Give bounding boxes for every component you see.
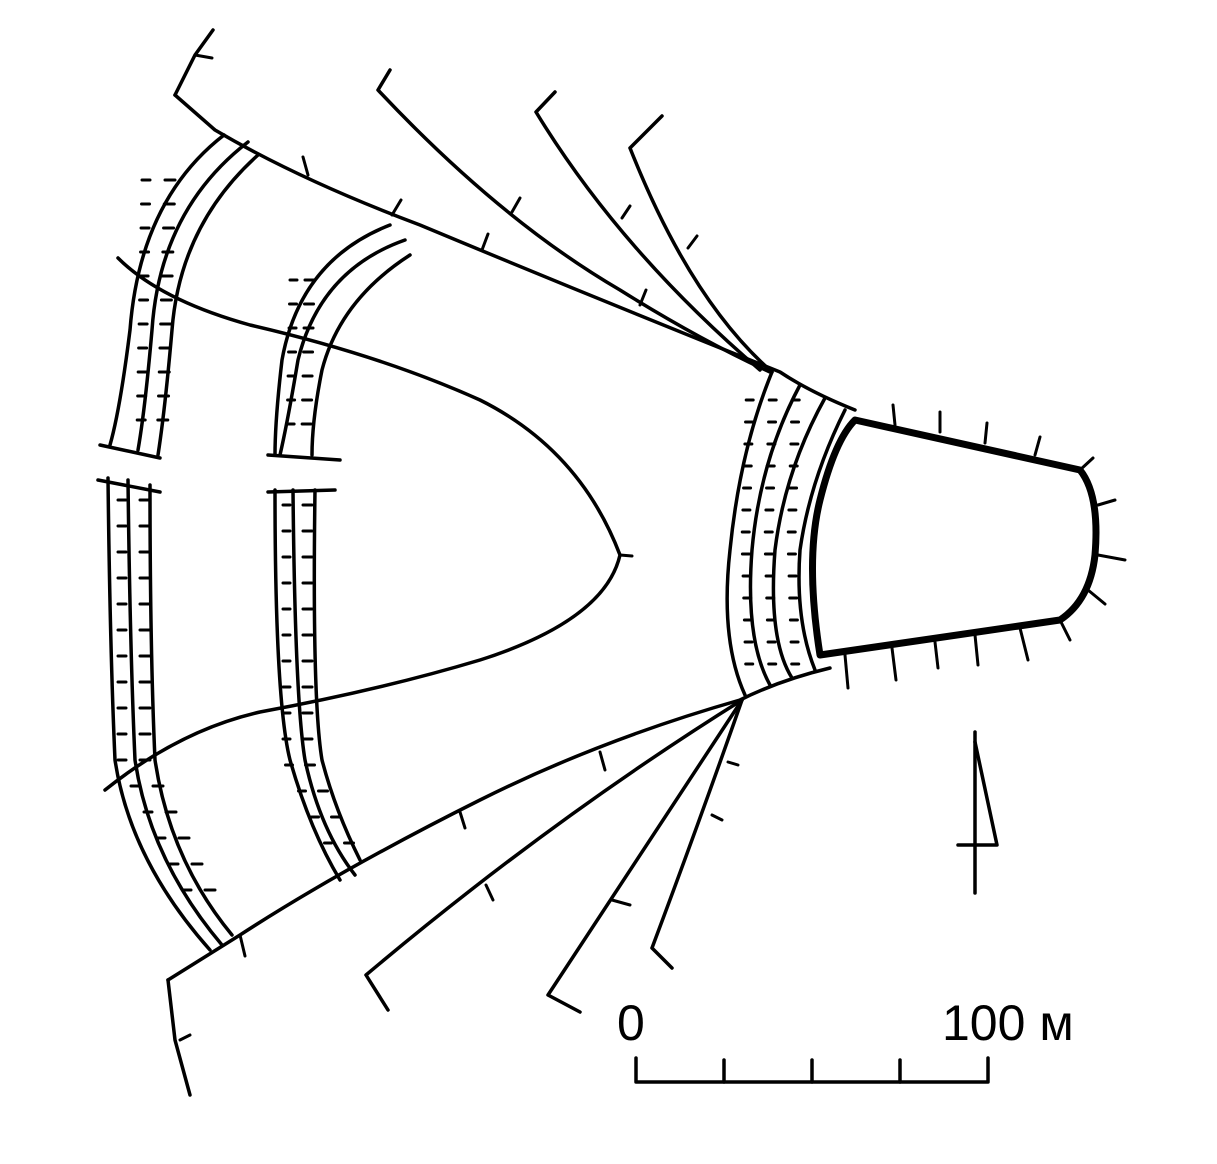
citadel-ticks [843,403,1127,690]
ravine-lines-upper [173,28,774,374]
plateau-edge-lines [166,93,857,1097]
scale-bar: 0 100 м [617,995,1074,1084]
north-arrow-icon [956,730,999,895]
contour-lines [103,256,634,792]
inner-rampart [725,370,847,697]
ravine-lines-lower [364,698,744,1014]
outer-rampart [96,133,260,952]
scale-end-label: 100 м [942,995,1074,1051]
rampart-hatching [116,178,801,892]
citadel [809,403,1127,690]
middle-rampart [266,223,412,882]
scale-start-label: 0 [617,995,645,1051]
